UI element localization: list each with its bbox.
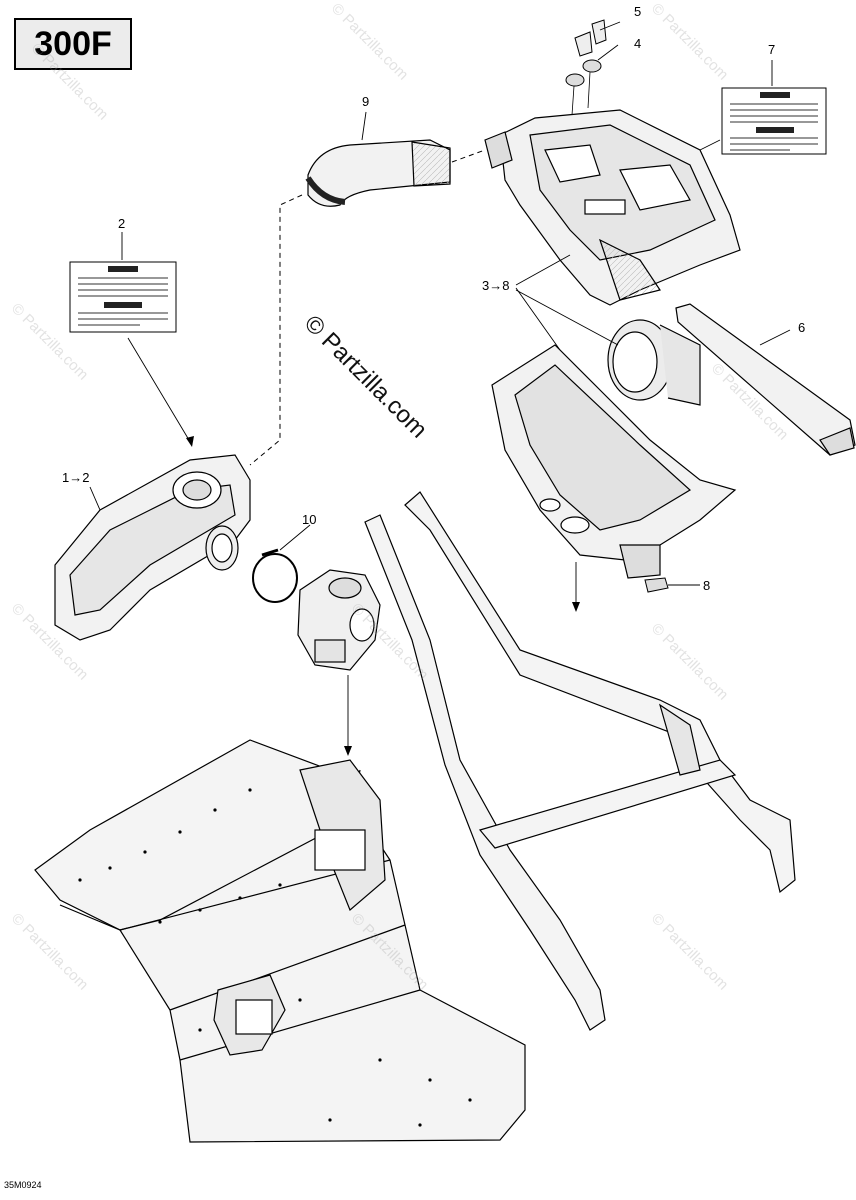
arrow-heads (186, 436, 580, 756)
callout-7: 7 (768, 42, 776, 57)
model-badge: 300F (14, 18, 132, 70)
intake-boot (205, 525, 239, 571)
hose-leader-dashed (249, 194, 303, 466)
leader-lines (89, 21, 791, 752)
callout-1-to-2: 1→2 (62, 470, 90, 485)
adapter-ring (607, 319, 701, 406)
frame-rails (364, 491, 796, 1031)
callout-4: 4 (634, 36, 642, 51)
callout-3-to-8: 3→8 (482, 278, 510, 293)
callout-10: 10 (302, 512, 317, 527)
hose-part-9 (305, 139, 451, 207)
clip-part-8 (644, 577, 669, 593)
airbox-lid (484, 109, 741, 306)
hose-to-lid-dashed (451, 149, 486, 163)
fitting-part-5 (574, 19, 607, 57)
drawing-code: 35M0924 (4, 1180, 42, 1190)
floor-pan (34, 739, 526, 1143)
callout-9: 9 (362, 94, 370, 109)
caution-label-part-2 (69, 261, 177, 333)
floor-pan-rivets (78, 788, 472, 1127)
callout-6: 6 (798, 320, 806, 335)
panel-part-6 (675, 303, 856, 456)
clamp-part-10 (252, 548, 298, 603)
airbox-part-1 (54, 454, 251, 641)
callout-5: 5 (634, 4, 642, 19)
carburetor (297, 569, 381, 671)
grommet-part-4 (565, 59, 602, 87)
airbox-base (491, 344, 737, 579)
callout-8: 8 (703, 578, 711, 593)
fitting-leader (571, 71, 591, 116)
callout-2: 2 (118, 216, 126, 231)
caution-label-part-7 (721, 87, 827, 155)
